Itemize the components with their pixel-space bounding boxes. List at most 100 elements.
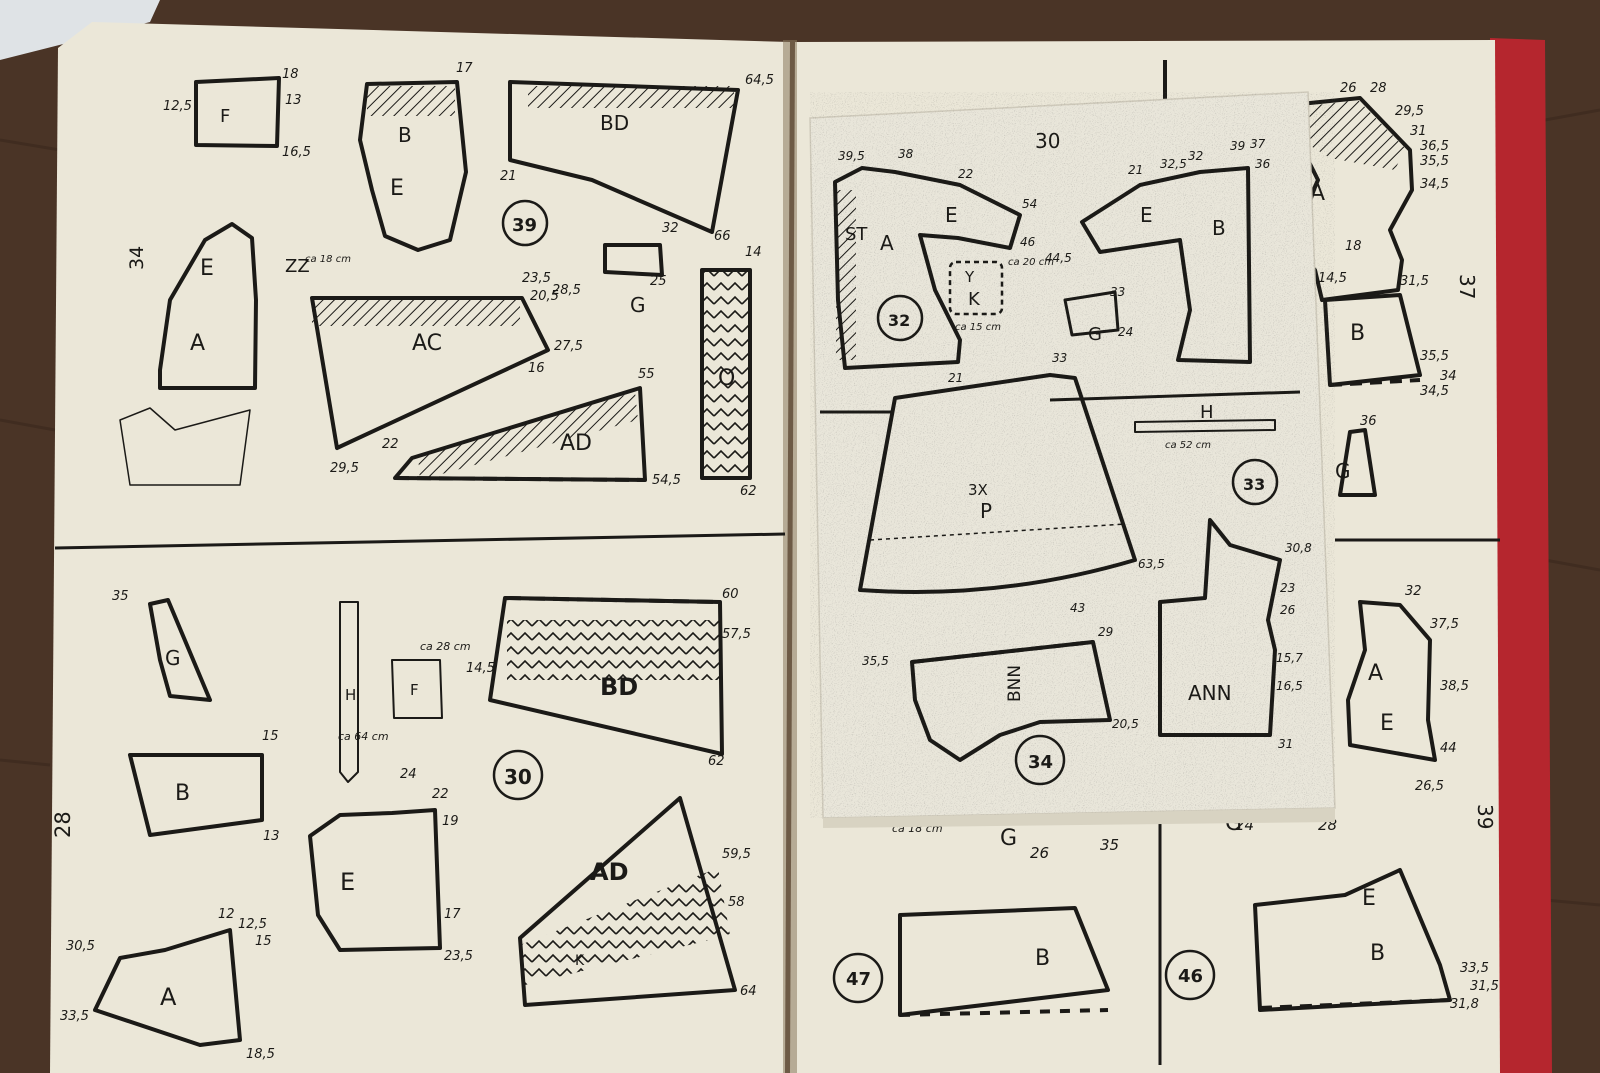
pattern-piece-a2 — [93, 928, 242, 1047]
circle-30 — [492, 749, 544, 801]
r-m-29-5: 29,5 — [1395, 104, 1424, 119]
pattern-piece-a-right2 — [1346, 600, 1437, 762]
label-bd2: BD — [600, 673, 638, 701]
r-m-34-5: 34,5 — [1420, 177, 1449, 192]
label-a: A — [190, 331, 205, 356]
b-m-18-5: 18,5 — [246, 1047, 275, 1062]
hatch-st — [836, 190, 856, 360]
pattern-piece-a-right — [1288, 96, 1414, 302]
m-64-5: 64,5 — [745, 73, 774, 88]
chevron-o — [704, 272, 748, 476]
r-m-36: 36 — [1360, 414, 1377, 429]
insert-labels: 30 32 33 34 ST A E E B Y K G H P 3X BNN … — [838, 129, 1312, 773]
label-h: H — [345, 686, 356, 704]
label-b: B — [398, 123, 412, 147]
label-a2: A — [160, 983, 177, 1011]
i-m-46: 46 — [1020, 235, 1036, 249]
r-m-26: 26 — [1340, 81, 1357, 96]
i-m-37: 37 — [1250, 137, 1266, 151]
i-m-63-5: 63,5 — [1138, 557, 1165, 571]
m-22: 22 — [382, 437, 399, 452]
pattern-piece-g3 — [1063, 290, 1120, 337]
i-label-a: A — [880, 231, 894, 255]
circle-46 — [1164, 949, 1216, 1001]
i-m-39-5: 39,5 — [838, 149, 865, 163]
r-m-14-5: 14,5 — [1318, 271, 1347, 286]
b-m-19: 19 — [442, 814, 459, 829]
i-m-33: 33 — [1052, 351, 1067, 365]
pattern-piece-ann — [1158, 518, 1282, 737]
r-m-26-5: 26,5 — [1415, 779, 1444, 794]
note-ca28: ca 28 cm — [420, 640, 471, 653]
pattern-piece-h — [339, 601, 359, 783]
pattern-piece-b-right — [1323, 293, 1422, 387]
page-number-28: 28 — [51, 811, 75, 838]
i-note-3x: 3X — [968, 481, 988, 499]
pattern-piece-e-right — [1253, 868, 1452, 1012]
i-m-30-8: 30,8 — [1285, 541, 1312, 555]
hatch-bd — [528, 86, 734, 108]
i-note-ca15: ca 15 cm — [955, 322, 1001, 333]
b-m-33-5: 33,5 — [60, 1009, 89, 1024]
hatch-ad — [418, 392, 638, 480]
label-o: O — [718, 366, 735, 391]
m-13: 13 — [285, 93, 302, 108]
i-m-20-5: 20,5 — [1112, 717, 1139, 731]
m-12-5: 12,5 — [163, 99, 192, 114]
dress-sketch — [119, 407, 251, 486]
i-label-k: K — [968, 289, 981, 310]
book-cover-edge — [1490, 38, 1552, 1073]
circle-39 — [501, 199, 549, 247]
i-label-b: B — [1212, 216, 1226, 240]
circle-46-label: 46 — [1178, 966, 1203, 987]
r-m-44: 44 — [1440, 741, 1457, 756]
i-m-44-5: 44,5 — [1045, 251, 1072, 265]
r-m-26b: 26 — [1030, 844, 1049, 862]
pattern-piece-ac — [310, 296, 550, 450]
insert-page-number: 30 — [1035, 129, 1060, 153]
pocket-k — [948, 260, 1004, 316]
circle-32-label: 32 — [888, 311, 910, 330]
circle-34 — [1014, 734, 1066, 786]
m-16-5: 16,5 — [282, 145, 311, 160]
booklet-corner — [0, 0, 160, 60]
i-label-e2: E — [1140, 203, 1153, 227]
pattern-piece-e2 — [308, 808, 442, 952]
hatch-b — [367, 86, 455, 116]
m-21: 21 — [500, 169, 517, 184]
circle-30-label: 30 — [504, 765, 532, 789]
pattern-piece-bd2 — [488, 596, 724, 756]
page-number-37: 37 — [1455, 274, 1479, 299]
i-m-32-5: 32,5 — [1160, 157, 1187, 171]
circle-33 — [1231, 458, 1279, 506]
pattern-piece-h3 — [1134, 419, 1276, 433]
label-g2: G — [165, 646, 181, 670]
i-m-23: 23 — [1280, 581, 1295, 595]
r-m-31-5b: 31,5 — [1470, 979, 1499, 994]
i-label-e: E — [945, 203, 958, 227]
r-m-35-5: 35,5 — [1420, 154, 1449, 169]
r-label-b2: B — [1370, 941, 1385, 966]
r-label-e2: E — [1362, 886, 1376, 911]
pattern-piece-g — [603, 243, 664, 277]
label-f: F — [220, 106, 230, 127]
i-m-29: 29 — [1098, 625, 1113, 639]
i-label-y: Y — [964, 268, 975, 286]
i-m-35-5: 35,5 — [862, 654, 889, 668]
pattern-piece-ad2 — [518, 796, 737, 1007]
r-m-36-5: 36,5 — [1420, 139, 1449, 154]
i-m-54: 54 — [1022, 197, 1037, 211]
circle-32 — [876, 294, 924, 342]
gutter-shadow — [783, 40, 797, 1073]
pattern-piece-bnn — [910, 640, 1112, 762]
i-m-16-5: 16,5 — [1276, 679, 1303, 693]
m-27-5: 27,5 — [554, 339, 583, 354]
pattern-piece-b-bottom — [898, 906, 1110, 1017]
r-m-32: 32 — [1405, 584, 1422, 599]
b-m-59-5: 59,5 — [722, 847, 751, 862]
r-m-35-5b: 35,5 — [1420, 349, 1449, 364]
i-m-15-7: 15,7 — [1276, 651, 1303, 665]
left-bottom-panel — [93, 596, 737, 1047]
pattern-piece-g-right — [1338, 428, 1377, 497]
label-e: E — [200, 256, 214, 281]
